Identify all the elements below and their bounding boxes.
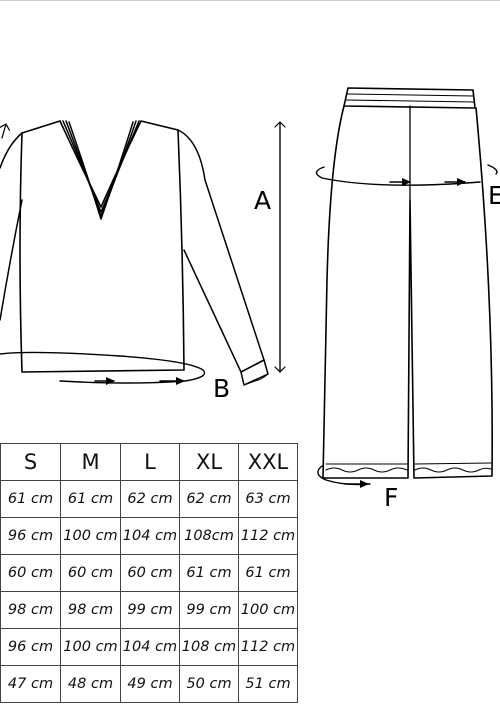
table-cell: 98 cm xyxy=(60,591,121,629)
table-cell: 61 cm xyxy=(60,480,121,518)
table-cell: 96 cm xyxy=(0,628,61,666)
size-chart-table: S M L XL XXL 61 cm 61 cm 62 cm 62 cm 63 … xyxy=(0,443,298,703)
table-cell: 99 cm xyxy=(179,591,239,629)
table-cell: 99 cm xyxy=(120,591,180,629)
table-cell: 104 cm xyxy=(120,628,180,666)
table-cell: 60 cm xyxy=(120,554,180,592)
table-cell: 112 cm xyxy=(238,517,298,555)
table-cell: 51 cm xyxy=(238,665,298,703)
measure-label-e: E xyxy=(488,181,500,210)
table-cell: 108 cm xyxy=(179,628,239,666)
table-cell: 61 cm xyxy=(0,480,61,518)
size-header-row: S M L XL XXL xyxy=(0,443,298,481)
table-cell: 50 cm xyxy=(179,665,239,703)
table-cell: 98 cm xyxy=(0,591,61,629)
table-cell: 61 cm xyxy=(179,554,239,592)
table-cell: 47 cm xyxy=(0,665,61,703)
table-cell: 60 cm xyxy=(0,554,61,592)
size-header-xl: XL xyxy=(179,443,239,481)
table-cell: 96 cm xyxy=(0,517,61,555)
measure-label-a: A xyxy=(254,186,272,215)
table-cell: 108cm xyxy=(179,517,239,555)
sweater-drawing xyxy=(0,120,286,386)
measure-label-b: B xyxy=(213,374,231,403)
table-cell: 63 cm xyxy=(238,480,298,518)
table-row: 60 cm 60 cm 60 cm 61 cm 61 cm xyxy=(0,554,298,592)
table-cell: 48 cm xyxy=(60,665,121,703)
table-cell: 104 cm xyxy=(120,517,180,555)
table-cell: 62 cm xyxy=(120,480,180,518)
trousers-drawing xyxy=(315,87,498,488)
table-row: 96 cm 100 cm 104 cm 108 cm 112 cm xyxy=(0,628,298,666)
table-cell: 61 cm xyxy=(238,554,298,592)
table-cell: 62 cm xyxy=(179,480,239,518)
table-row: 96 cm 100 cm 104 cm 108cm 112 cm xyxy=(0,517,298,555)
table-row: 98 cm 98 cm 99 cm 99 cm 100 cm xyxy=(0,591,298,629)
size-header-s: S xyxy=(0,443,61,481)
table-cell: 49 cm xyxy=(120,665,180,703)
table-cell: 112 cm xyxy=(238,628,298,666)
measure-label-f: F xyxy=(384,483,399,512)
table-row: 61 cm 61 cm 62 cm 62 cm 63 cm xyxy=(0,480,298,518)
top-border-line xyxy=(0,0,500,1)
table-cell: 100 cm xyxy=(60,628,121,666)
table-cell: 60 cm xyxy=(60,554,121,592)
size-header-m: M xyxy=(60,443,121,481)
table-row: 47 cm 48 cm 49 cm 50 cm 51 cm xyxy=(0,665,298,703)
size-header-l: L xyxy=(120,443,180,481)
size-header-xxl: XXL xyxy=(238,443,298,481)
table-cell: 100 cm xyxy=(60,517,121,555)
table-cell: 100 cm xyxy=(238,591,298,629)
